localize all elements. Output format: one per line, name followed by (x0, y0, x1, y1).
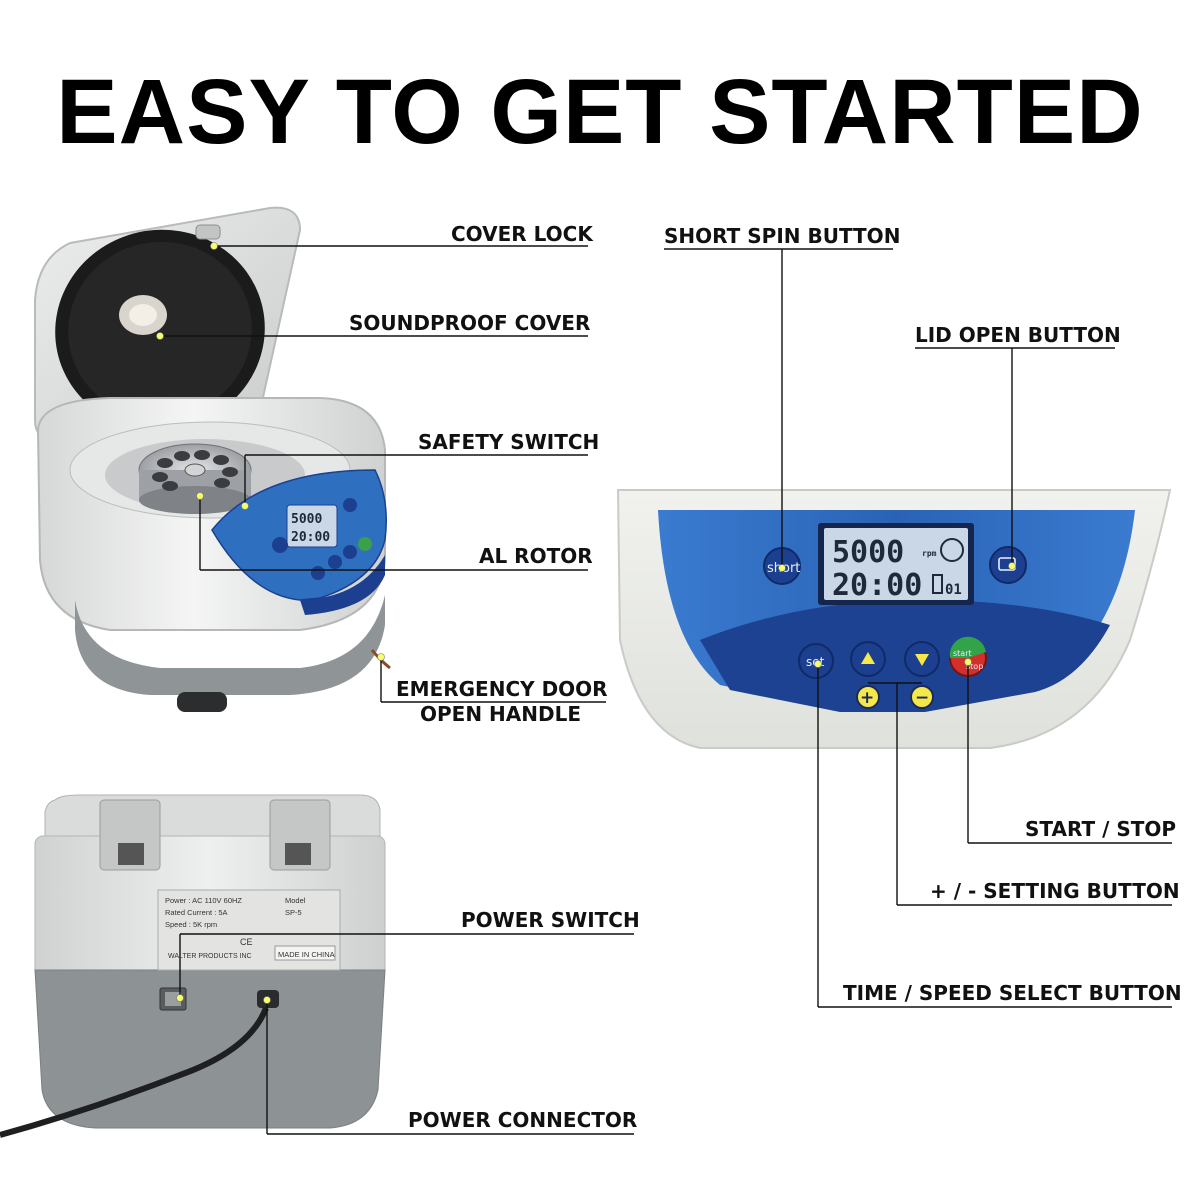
small-lcd-time: 20:00 (291, 530, 330, 545)
plate-power: Power : AC 110V 60HZ (165, 896, 242, 905)
centrifuge-front-image: 5000 20:00 (34, 206, 391, 712)
plate-speed: Speed : 5K rpm (165, 920, 217, 929)
plate-model-value: SP-5 (285, 908, 302, 917)
plate-manufacturer: WALTER PRODUCTS INC (168, 953, 252, 960)
control-panel-closeup: 5000 rpm 20:00 01 short set + − start st… (616, 489, 1172, 749)
label-power-connector: POWER CONNECTOR (408, 1108, 638, 1132)
page-title: EASY TO GET STARTED (56, 61, 1144, 163)
small-lcd-speed: 5000 (291, 512, 322, 527)
label-setting-button: + / - SETTING BUTTON (930, 879, 1180, 903)
lcd-speed: 5000 (832, 535, 904, 570)
label-emergency-line1: EMERGENCY DOOR (396, 677, 608, 701)
start-text: start (953, 649, 972, 658)
label-lid-open-button: LID OPEN BUTTON (915, 323, 1121, 347)
label-cover-lock: COVER LOCK (451, 222, 593, 246)
plate-made-in: MADE IN CHINA (278, 950, 335, 959)
plate-ce-mark: CE (240, 937, 253, 947)
stop-text: stop (966, 662, 983, 671)
label-short-spin-button: SHORT SPIN BUTTON (664, 224, 901, 248)
plate-model-label: Model (285, 896, 306, 905)
label-emergency-line2: OPEN HANDLE (420, 702, 581, 726)
set-button-text: set (806, 655, 825, 669)
centrifuge-rear-image: Power : AC 110V 60HZ Rated Current : 5A … (0, 794, 386, 1138)
lcd-speed-unit: rpm (922, 549, 937, 558)
label-soundproof-cover: SOUNDPROOF COVER (349, 311, 591, 335)
label-time-speed-select: TIME / SPEED SELECT BUTTON (843, 981, 1182, 1005)
label-start-stop: START / STOP (1025, 817, 1177, 841)
plus-symbol: + (860, 688, 874, 708)
minus-icon (910, 685, 934, 709)
plate-rated-current: Rated Current : 5A (165, 908, 228, 917)
plus-icon (856, 685, 880, 709)
lid-status-icon (932, 574, 943, 594)
label-power-switch: POWER SWITCH (461, 908, 640, 932)
label-al-rotor: AL ROTOR (479, 544, 593, 568)
lid-open-button-graphic[interactable] (989, 546, 1027, 584)
down-arrow-icon (915, 654, 929, 666)
minus-symbol: − (915, 688, 929, 708)
lcd-time: 20:00 (832, 568, 922, 603)
up-arrow-icon (861, 652, 875, 664)
short-button-text: short (767, 561, 800, 576)
lcd-program: 01 (945, 582, 962, 598)
rotation-icon (940, 538, 964, 562)
label-safety-switch: SAFETY SWITCH (418, 430, 600, 454)
